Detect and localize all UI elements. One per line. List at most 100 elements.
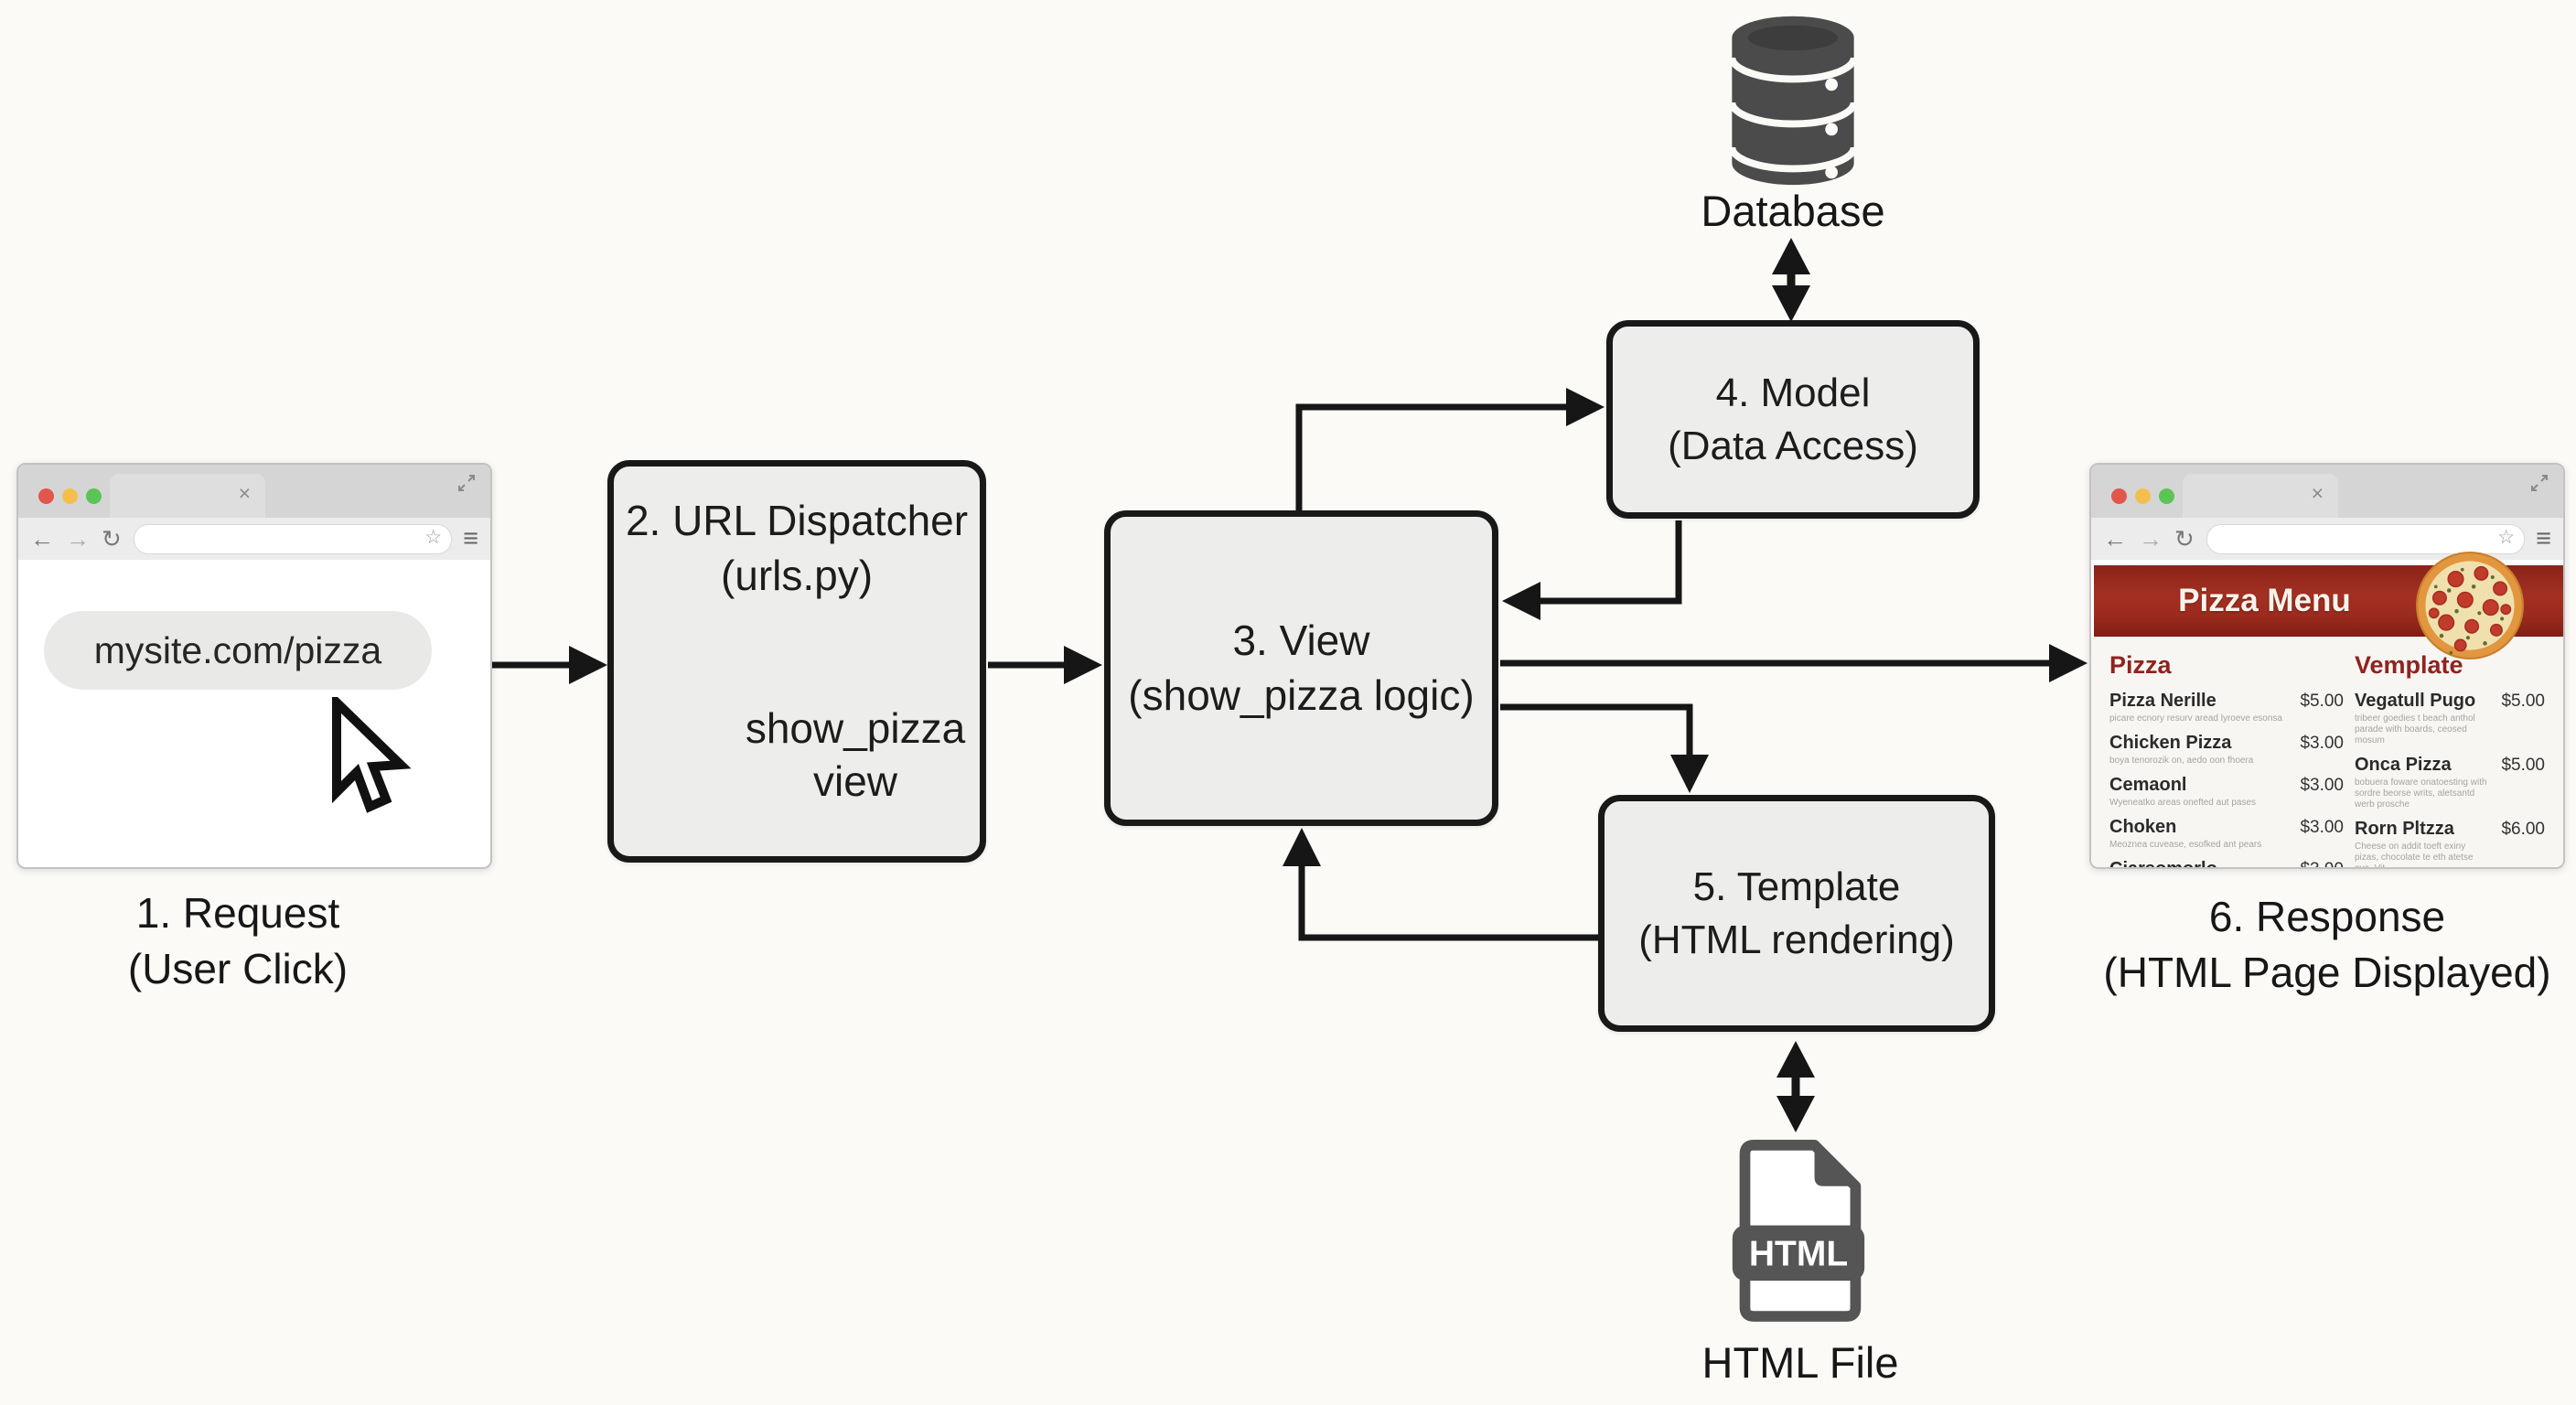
response-browser-window: × ← → ↻ ☆ ≡ Pizza Menu Pizza Pizz xyxy=(2089,463,2565,869)
arrowhead xyxy=(1776,1096,1815,1132)
pizza-menu-body: Pizza Pizza Nerille$5.00 picare ecnory r… xyxy=(2091,637,2563,867)
menu-column-header: Pizza xyxy=(2109,651,2172,679)
menu-item-price: $5.00 xyxy=(2501,692,2545,711)
menu-item-name: Rorn Pltzza xyxy=(2355,819,2454,839)
menu-item-name: Ciarsomorlo xyxy=(2109,859,2217,867)
browser-titlebar: × xyxy=(18,465,490,518)
menu-column-header: Vemplate xyxy=(2355,651,2463,679)
arrowhead xyxy=(1502,582,1540,620)
menu-item: Vegatull Pugo $5.00 tribeer goedies t bea… xyxy=(2355,691,2545,746)
forward-icon: → xyxy=(2139,525,2163,552)
url-pill: mysite.com/pizza xyxy=(44,611,432,690)
reload-icon: ↻ xyxy=(102,525,122,552)
menu-item-desc: tribeer goedies t beach anthol parade wi… xyxy=(2355,713,2475,745)
reload-icon: ↻ xyxy=(2174,525,2195,552)
menu-item: Onca Pizza $5.00 bobuera foware onatoesti… xyxy=(2355,755,2545,810)
arrowhead xyxy=(569,646,607,684)
request-caption-line2: (User Click) xyxy=(127,944,349,992)
traffic-light-maximize-icon xyxy=(2159,488,2174,504)
arrow-view-to-template xyxy=(1500,703,1693,758)
menu-item-price: $3.00 xyxy=(2300,776,2344,795)
menu-item: Rorn Pltzza $6.00 Cheese on addit toeft e… xyxy=(2355,819,2545,867)
request-browser-window: × ← → ↻ ☆ ≡ mysite.com/pizza xyxy=(16,463,492,869)
address-bar: ☆ xyxy=(2206,523,2526,554)
menu-item: Chicken Pizza $3.00 boya tenorozik on, ae… xyxy=(2109,733,2344,767)
browser-tab: × xyxy=(110,474,265,518)
model-title-line2: (Data Access) xyxy=(1668,423,1918,468)
arrowhead xyxy=(1283,828,1321,866)
html-badge-text: HTML xyxy=(1749,1235,1848,1274)
menu-item-price: $3.00 xyxy=(2300,734,2344,753)
menu-item-desc: picare ecnory resurv aread lyroeve esons… xyxy=(2109,713,2282,724)
pizza-image xyxy=(2416,552,2524,660)
menu-item-price: $3.00 xyxy=(2300,818,2344,837)
menu-item-name: Chicken Pizza xyxy=(2109,733,2232,753)
menu-item-price: $6.00 xyxy=(2501,820,2545,839)
traffic-light-close-icon xyxy=(2111,488,2127,504)
arrow-model-to-view xyxy=(1540,520,1682,605)
cursor-arrow-icon xyxy=(332,697,412,813)
model-title-line1: 4. Model xyxy=(1715,370,1871,416)
tab-close-icon: × xyxy=(238,481,251,505)
menu-item: Choken $3.00 Meoznea cuvease, esofked ant… xyxy=(2109,817,2344,851)
pizza-menu-title: Pizza Menu xyxy=(2178,583,2351,618)
url-mapping-line1: show_pizza xyxy=(745,704,966,752)
forward-icon: → xyxy=(66,525,90,552)
menu-column-pizza: Pizza Pizza Nerille$5.00 picare ecnory r… xyxy=(2109,651,2344,867)
menu-item-name: Choken xyxy=(2109,817,2177,837)
menu-item-name: Vegatull Pugo xyxy=(2355,691,2476,711)
traffic-light-minimize-icon xyxy=(2135,488,2151,504)
database-label: Database xyxy=(1701,187,1885,235)
arrow-template-to-view xyxy=(1298,866,1600,941)
bookmark-star-icon: ☆ xyxy=(424,526,443,548)
arrow-view-to-model xyxy=(1295,403,1568,514)
menu-item-price: $3.90 xyxy=(2300,860,2344,867)
view-title-line2: (show_pizza logic) xyxy=(1128,670,1475,719)
arrowhead xyxy=(1772,285,1810,322)
menu-item: Ciarsomorlo$3.90 Moyseritorin ga-, naofl… xyxy=(2109,859,2344,867)
request-caption-line1: 1. Request xyxy=(135,889,340,937)
menu-item-desc: Meoznea cuvease, esofked ant pears xyxy=(2109,840,2262,850)
traffic-light-close-icon xyxy=(38,488,54,504)
menu-item-desc: bobuera foware onatoesting with sordre b… xyxy=(2355,778,2487,810)
menu-item-name: Cemaonl xyxy=(2109,775,2187,795)
template-box: 5. Template (HTML rendering) xyxy=(1598,795,1995,1032)
menu-item-name: Pizza Nerille xyxy=(2109,691,2216,711)
hamburger-menu-icon: ≡ xyxy=(463,523,478,553)
view-box: 3. View (show_pizza logic) xyxy=(1104,510,1498,826)
html-file-icon: HTML xyxy=(1732,1140,1865,1322)
menu-item: Cemaonl $3.00 Wyeneatko areas onefted aut… xyxy=(2109,775,2344,809)
menu-column-vemplate: Vemplate Vegatull Pugo $5.00 tribeer goed… xyxy=(2355,651,2545,867)
url-dispatcher-box: 2. URL Dispatcher (urls.py) xyxy=(607,460,986,863)
menu-item-desc: Wyeneatko areas onefted aut pases xyxy=(2109,798,2257,808)
model-box: 4. Model (Data Access) xyxy=(1606,320,1980,519)
bookmark-star-icon: ☆ xyxy=(2497,526,2516,548)
template-title-line2: (HTML rendering) xyxy=(1638,917,1955,962)
arrowhead xyxy=(1772,238,1810,274)
browser-titlebar: × xyxy=(2091,465,2563,518)
menu-item: Pizza Nerille$5.00 picare ecnory resurv … xyxy=(2109,691,2344,724)
tab-close-icon: × xyxy=(2311,481,2324,505)
url-mapping-target: show_pizza view xyxy=(732,702,979,808)
back-icon: ← xyxy=(2103,525,2127,552)
view-title-line1: 3. View xyxy=(1232,616,1370,664)
address-bar: ☆ xyxy=(133,523,453,554)
arrowhead xyxy=(1670,755,1709,793)
menu-item-name: Onca Pizza xyxy=(2355,755,2452,775)
browser-tab: × xyxy=(2183,474,2338,518)
request-caption: 1. Request (User Click) xyxy=(18,885,457,996)
template-title-line1: 5. Template xyxy=(1692,864,1901,910)
response-caption-line1: 6. Response xyxy=(2208,893,2446,940)
request-browser-content: mysite.com/pizza xyxy=(18,560,490,867)
browser-toolbar: ← → ↻ ☆ ≡ xyxy=(18,518,490,561)
arrowhead xyxy=(1776,1041,1815,1078)
menu-item-desc: boya tenorozik on, aedo oon fhoera xyxy=(2109,756,2254,766)
response-caption-line2: (HTML Page Displayed) xyxy=(2103,948,2551,996)
hamburger-menu-icon: ≡ xyxy=(2536,523,2551,553)
html-file-label: HTML File xyxy=(1701,1338,1899,1387)
back-icon: ← xyxy=(30,525,54,552)
arrowhead xyxy=(1064,646,1102,684)
menu-item-desc: Cheese on addit toeft exiny pizas, choco… xyxy=(2355,842,2474,867)
menu-item-price: $5.00 xyxy=(2501,756,2545,775)
